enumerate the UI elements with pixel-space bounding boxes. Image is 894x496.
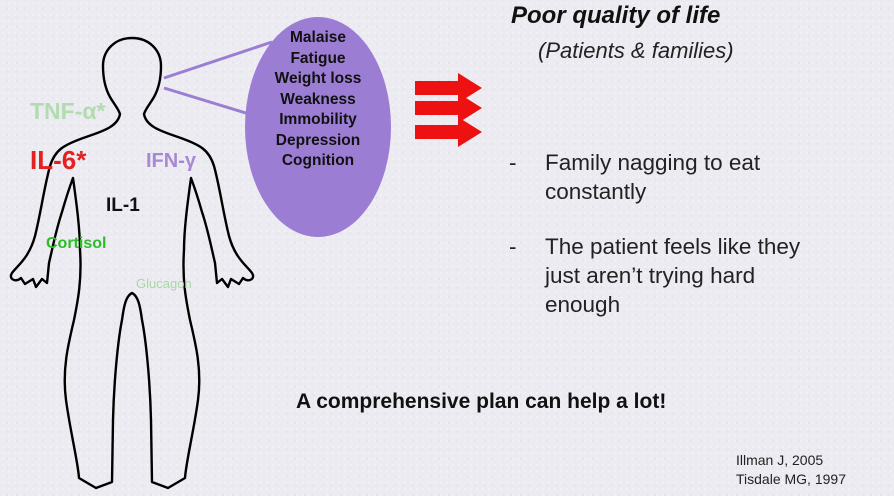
marker-cortisol: Cortisol [46,235,106,253]
slide-subheading: (Patients & families) [538,38,734,64]
bullet-dash: - [509,232,517,261]
symptom-item: Malaise [236,28,400,49]
marker-glucagon: Glucagon [136,276,192,291]
symptom-list: Malaise Fatigue Weight loss Weakness Imm… [236,28,400,172]
bullet-text: The patient feels like they just aren’t … [545,232,894,319]
callout-text: A comprehensive plan can help a lot! [296,390,666,414]
right-arrow-icon [415,73,482,147]
symptom-item: Weight loss [236,69,400,90]
marker-il6: IL-6* [30,145,86,176]
symptom-item: Depression [236,131,400,152]
symptom-item: Immobility [236,110,400,131]
symptom-item: Fatigue [236,49,400,70]
reference: Tisdale MG, 1997 [736,471,846,487]
reference: Illman J, 2005 [736,452,823,468]
marker-tnf-alpha: TNF-α* [30,98,105,125]
marker-il1: IL-1 [106,195,140,217]
symptom-item: Cognition [236,151,400,172]
symptom-item: Weakness [236,90,400,111]
marker-ifn-gamma: IFN-γ [146,150,196,173]
bullet-text: Family nagging to eat constantly [545,148,894,206]
slide-heading: Poor quality of life [511,2,720,30]
bullet-dash: - [509,148,517,177]
